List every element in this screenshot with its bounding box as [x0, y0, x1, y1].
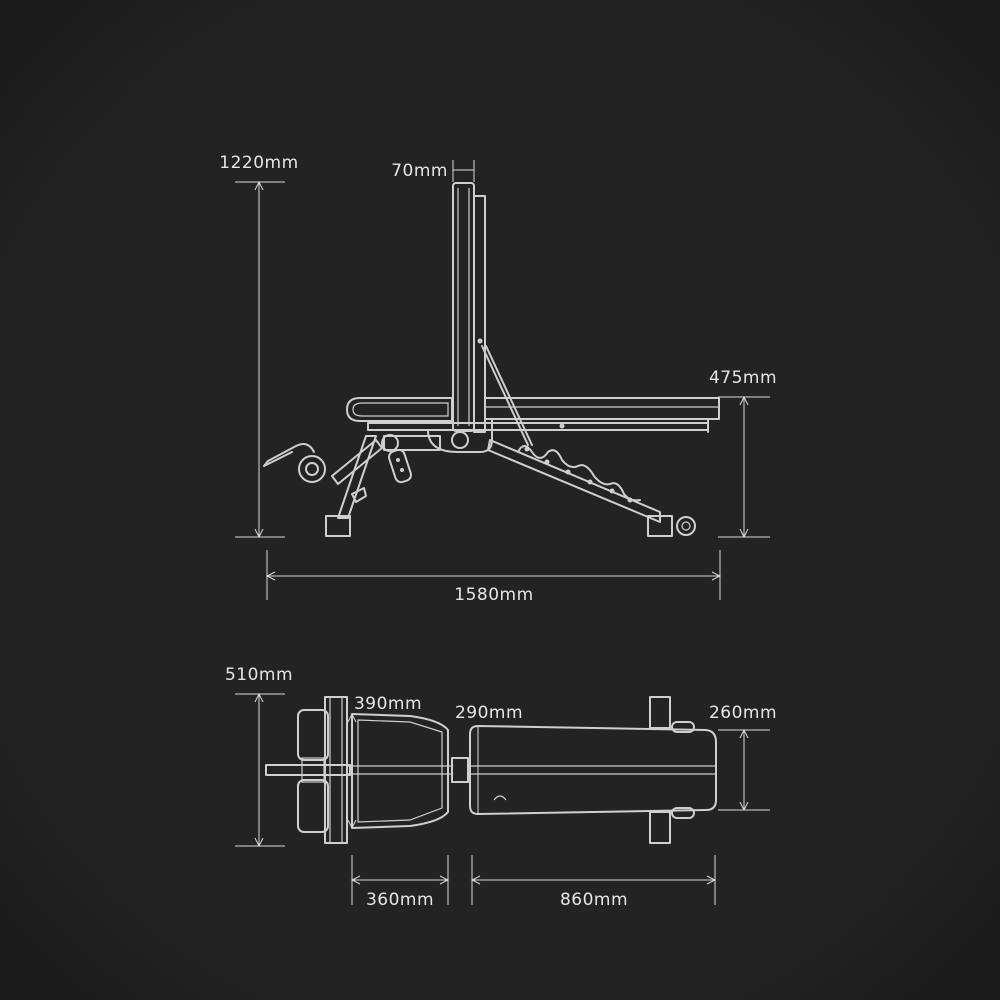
wheel-top-lower — [671, 807, 695, 819]
back-pad — [484, 397, 720, 420]
leg-bar — [267, 443, 315, 462]
backrest-frame — [473, 195, 486, 433]
back-pad-top — [469, 725, 717, 815]
top-view: 510mm 390mm 290mm 260mm — [225, 665, 777, 910]
backrest-strut — [481, 345, 529, 446]
leg-roller-top-upper — [297, 709, 329, 761]
dim-back-length: 860mm — [470, 855, 717, 910]
dim-label-total-width: 510mm — [225, 665, 293, 685]
leg-roller-top-lower — [297, 779, 329, 833]
dim-label-total-length: 1580mm — [454, 585, 533, 605]
bench-top-outline — [265, 696, 717, 844]
rear-foot — [647, 515, 673, 537]
dim-label-seat-height: 475mm — [709, 368, 777, 388]
dim-backrest-thickness: 70mm — [391, 160, 475, 182]
pin-plate — [388, 448, 412, 484]
dim-label-seat-width: 390mm — [354, 694, 422, 714]
dim-label-back-width-front: 290mm — [455, 703, 523, 723]
seat-pad — [346, 397, 453, 422]
dim-total-height: 1220mm — [219, 153, 298, 539]
transport-wheel — [676, 516, 696, 536]
rear-foot-top-lower — [649, 811, 671, 844]
main-rail — [367, 422, 709, 431]
adjustment-ladder — [517, 445, 641, 502]
front-leg — [337, 435, 377, 519]
dim-seat-length: 360mm — [350, 855, 450, 910]
front-foot-bar — [324, 696, 348, 844]
dim-label-seat-length: 360mm — [366, 890, 434, 910]
dim-label-backrest-thickness: 70mm — [391, 161, 448, 181]
leg-arm — [331, 439, 383, 485]
wheel-top-upper — [671, 721, 695, 733]
dim-label-back-width: 260mm — [709, 703, 777, 723]
dim-total-width: 510mm — [225, 665, 293, 848]
dim-label-back-length: 860mm — [560, 890, 628, 910]
dim-total-length: 1580mm — [265, 550, 722, 605]
dim-seat-height: 475mm — [709, 368, 777, 539]
pivot-bracket — [427, 429, 493, 453]
rear-foot-top-upper — [649, 696, 671, 729]
leg-bar-top — [265, 764, 351, 776]
dim-back-width-front: 290mm — [455, 703, 523, 814]
dim-label-total-height: 1220mm — [219, 153, 298, 173]
hinge-top — [451, 757, 469, 783]
rear-leg — [487, 439, 661, 523]
dim-back-width: 260mm — [709, 703, 777, 812]
leg-roller — [298, 455, 326, 483]
side-view: 1220mm 70mm 475mm 1580mm — [219, 153, 777, 605]
bench-side-outline — [263, 182, 720, 537]
front-foot — [325, 515, 351, 537]
seat-pad-top — [351, 713, 449, 829]
